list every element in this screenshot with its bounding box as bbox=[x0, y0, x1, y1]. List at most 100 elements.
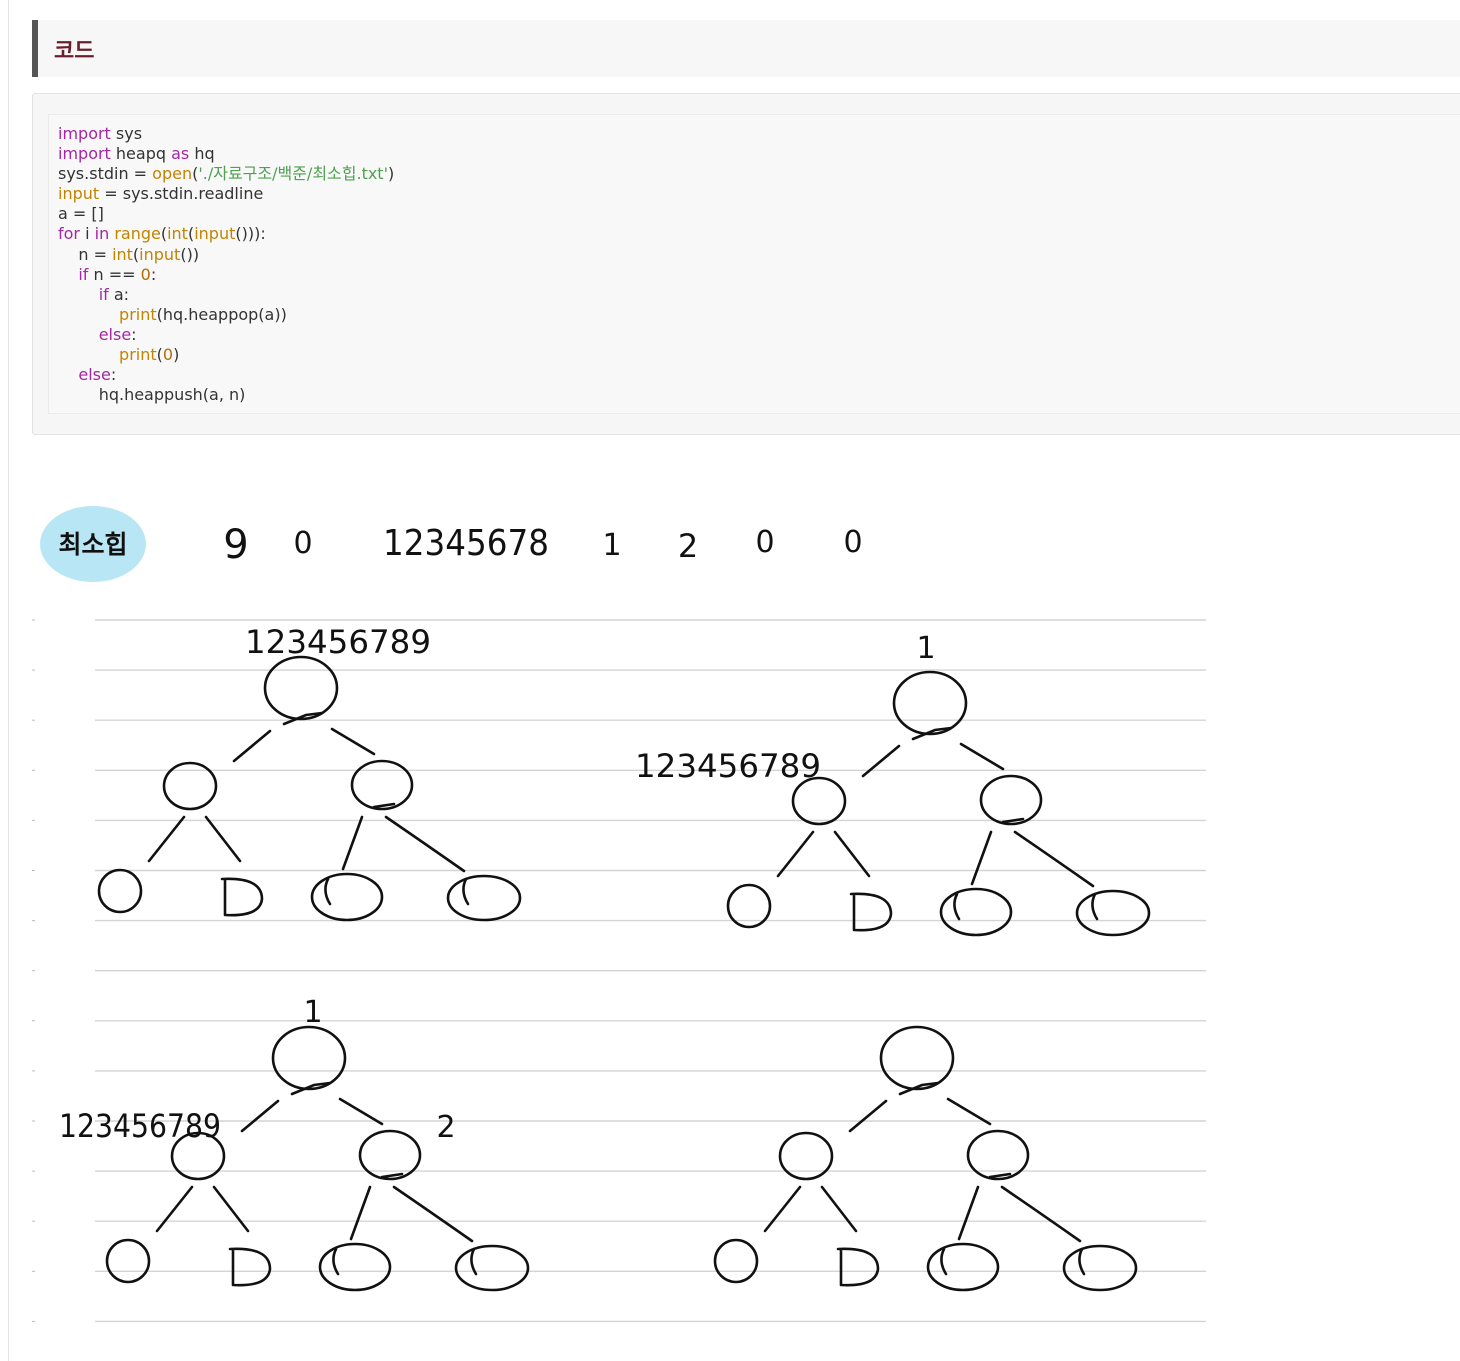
code-line: for i in range(int(input())): bbox=[58, 224, 266, 243]
seq-item: 12345678 bbox=[383, 523, 549, 564]
leaf-node-mark bbox=[940, 1247, 948, 1276]
code-token: int bbox=[167, 224, 188, 244]
code-token: open bbox=[152, 164, 193, 184]
heap-trees bbox=[97, 655, 1151, 1292]
code-line: sys.stdin = open('./자료구조/백준/최소힙.txt') bbox=[58, 164, 394, 183]
code-token: ) bbox=[387, 164, 395, 184]
code-token bbox=[58, 305, 119, 324]
code-token: ( bbox=[192, 164, 199, 184]
code-token: 0 bbox=[140, 264, 151, 284]
notebook-lines bbox=[32, 619, 1206, 1323]
edge bbox=[384, 815, 466, 873]
code-panel: import sys import heapq as hq sys.stdin … bbox=[48, 114, 1460, 414]
code-token: input bbox=[194, 224, 236, 244]
code-token: ( bbox=[160, 224, 168, 244]
code-line: print(hq.heappop(a)) bbox=[58, 305, 287, 324]
edge bbox=[776, 830, 815, 878]
root-node bbox=[892, 670, 968, 736]
edge bbox=[232, 729, 272, 763]
code-token: heapq bbox=[110, 144, 172, 164]
right-node bbox=[979, 774, 1043, 826]
code-token: ( bbox=[156, 345, 163, 365]
heap-tree-4 bbox=[713, 1025, 1138, 1292]
leaf-node bbox=[849, 892, 893, 932]
code-token: for bbox=[58, 224, 80, 244]
code-line: a = [] bbox=[58, 204, 104, 223]
code-token: import bbox=[58, 144, 111, 164]
code-token: a: bbox=[108, 284, 130, 304]
seq-item: 2 bbox=[678, 527, 698, 565]
code-block: import sys import heapq as hq sys.stdin … bbox=[32, 93, 1460, 435]
right-node-tail bbox=[1001, 817, 1025, 824]
edge bbox=[970, 830, 993, 886]
edge bbox=[833, 830, 871, 878]
code-token: : bbox=[150, 264, 157, 284]
code-token: a = [] bbox=[58, 204, 104, 224]
code-token: ())): bbox=[235, 224, 266, 244]
left-node bbox=[170, 1131, 226, 1181]
right-node bbox=[358, 1129, 422, 1181]
code-token: if bbox=[78, 264, 89, 284]
code-line: input = sys.stdin.readline bbox=[58, 184, 263, 203]
leaf-node bbox=[97, 868, 143, 914]
root-node bbox=[271, 1025, 347, 1091]
leaf-node bbox=[446, 874, 522, 922]
seq-item: 9 bbox=[223, 522, 248, 568]
code-token: n == bbox=[88, 264, 141, 284]
code-token: = sys.stdin.readline bbox=[99, 184, 264, 204]
edge bbox=[848, 1099, 888, 1133]
edge bbox=[392, 1185, 474, 1243]
leaf-node-mark bbox=[470, 1247, 478, 1276]
leaf-node bbox=[1075, 889, 1151, 937]
code-token: print bbox=[119, 304, 157, 324]
code-token: print bbox=[119, 345, 157, 365]
code-token: if bbox=[98, 284, 109, 304]
edge bbox=[155, 1185, 194, 1233]
code-token: in bbox=[94, 224, 110, 244]
heap-tree-1 bbox=[97, 655, 522, 922]
code-token: range bbox=[114, 224, 161, 244]
edge bbox=[820, 1185, 858, 1233]
code-line: else: bbox=[58, 365, 116, 384]
root-node bbox=[879, 1025, 955, 1091]
tree-2-left-label: 123456789 bbox=[635, 747, 821, 785]
root-node bbox=[263, 655, 339, 721]
leaf-node bbox=[318, 1242, 392, 1292]
leaf-node bbox=[454, 1244, 530, 1292]
code-line: else: bbox=[58, 325, 137, 344]
right-node-tail bbox=[988, 1172, 1012, 1179]
left-node bbox=[162, 761, 218, 811]
badge-highlight bbox=[40, 506, 146, 582]
code-line: if a: bbox=[58, 285, 129, 304]
code-line: n = int(input()) bbox=[58, 245, 199, 264]
code-token bbox=[58, 265, 78, 284]
input-sequence: 9 0 12345678 1 2 0 0 bbox=[223, 522, 862, 568]
leaf-node bbox=[310, 872, 384, 922]
leaf-node bbox=[939, 887, 1013, 937]
leaf-node bbox=[926, 1242, 1000, 1292]
right-node-tail bbox=[372, 802, 396, 809]
edge bbox=[330, 727, 376, 756]
heap-tree-2 bbox=[726, 670, 1151, 937]
edge bbox=[763, 1185, 802, 1233]
tree-3-right-label: 2 bbox=[436, 1110, 455, 1145]
leaf-node bbox=[1062, 1244, 1138, 1292]
leaf-node-mark bbox=[332, 1247, 340, 1276]
code-line: import heapq as hq bbox=[58, 144, 215, 163]
heap-tree-3 bbox=[105, 1025, 530, 1292]
section-heading: 코드 bbox=[32, 20, 1460, 77]
left-node bbox=[791, 776, 847, 826]
edge bbox=[240, 1099, 280, 1133]
code-token bbox=[58, 325, 99, 344]
section-title: 코드 bbox=[54, 39, 95, 64]
code-token: : bbox=[110, 365, 117, 385]
code-line: if n == 0: bbox=[58, 265, 156, 284]
handwritten-heap-sketch: 최소힙 9 0 12345678 1 2 0 0 123456789 1 123… bbox=[32, 506, 1206, 1323]
code-token: sys.stdin = bbox=[58, 164, 153, 184]
code-token: sys bbox=[110, 124, 143, 143]
edge bbox=[1013, 830, 1095, 888]
edge bbox=[861, 744, 901, 778]
leaf-node bbox=[105, 1238, 151, 1284]
root-node-tail bbox=[911, 726, 953, 741]
tree-labels: 123456789 1 123456789 1 123456789 2 bbox=[59, 623, 936, 1145]
